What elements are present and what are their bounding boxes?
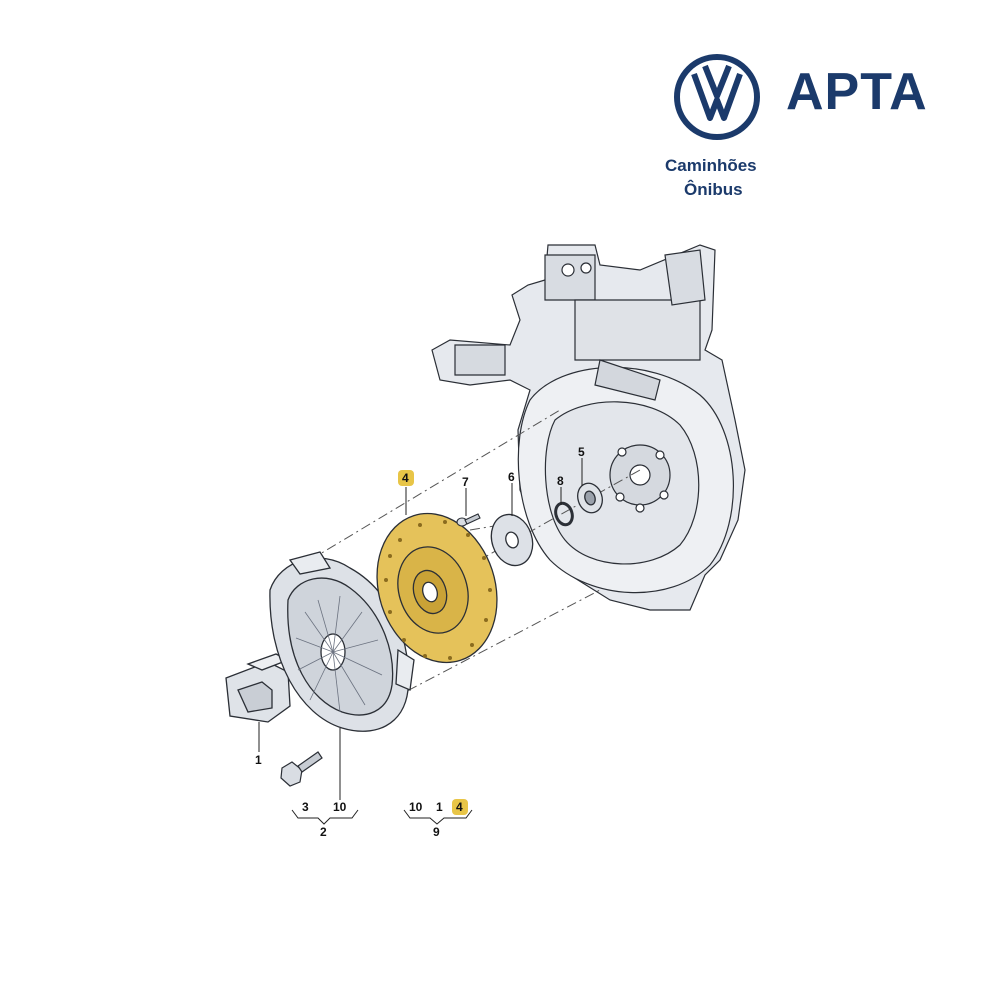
brand-line-buses: Ônibus bbox=[684, 180, 743, 199]
bolt bbox=[280, 751, 323, 787]
callout-kit-release-bearing: 1 bbox=[436, 800, 443, 814]
engine-block bbox=[431, 244, 746, 611]
highlight-badge bbox=[452, 799, 468, 815]
brand-name: APTA bbox=[786, 63, 928, 121]
callout-pilot-bearing: 5 bbox=[578, 445, 585, 459]
callout-group-9: 9 bbox=[433, 825, 440, 839]
callout-retaining-ring: 8 bbox=[557, 474, 564, 488]
callout-group-2: 2 bbox=[320, 825, 327, 839]
callout-screw: 7 bbox=[462, 475, 469, 489]
leader-lines bbox=[258, 458, 583, 800]
pilot-bearing bbox=[577, 482, 603, 514]
screw bbox=[456, 513, 481, 527]
brand-line-trucks: Caminhões bbox=[665, 156, 757, 175]
callout-clutch-disc: 4 bbox=[402, 471, 409, 485]
washer-plate bbox=[490, 513, 534, 567]
group-brackets bbox=[291, 809, 473, 825]
vw-logo-icon bbox=[674, 54, 760, 140]
callout-kit-pressure-plate: 10 bbox=[409, 800, 423, 814]
pressure-plate bbox=[269, 551, 415, 732]
callout-washer-plate: 6 bbox=[508, 470, 515, 484]
clutch-disc bbox=[376, 512, 498, 664]
release-bearing bbox=[225, 653, 291, 723]
highlight-badge bbox=[398, 470, 414, 486]
callout-pressure-plate: 10 bbox=[333, 800, 347, 814]
callout-release-bearing: 1 bbox=[255, 753, 262, 767]
callout-kit-clutch-disc: 4 bbox=[456, 800, 463, 814]
callout-bolt: 3 bbox=[302, 800, 309, 814]
